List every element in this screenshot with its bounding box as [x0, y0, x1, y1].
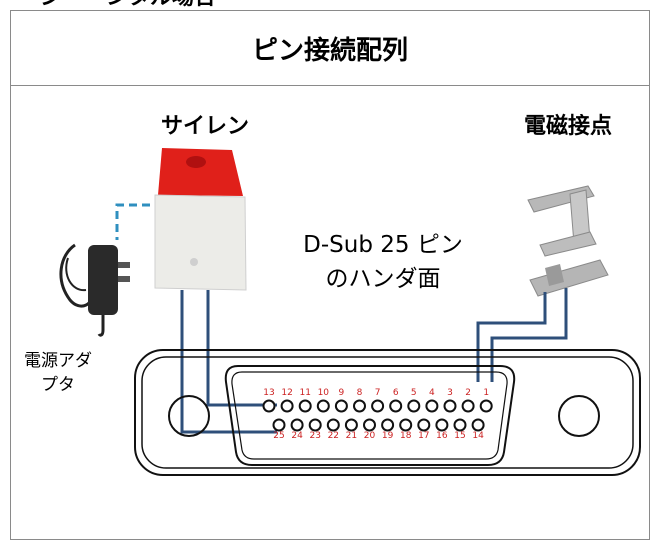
- adapter-label-line1: 電源アダ: [24, 351, 92, 371]
- dsub-connector: [134, 349, 641, 476]
- top-pin-number: 3: [447, 388, 453, 398]
- top-pin-number: 10: [318, 388, 330, 398]
- bottom-pin-16: [435, 418, 449, 432]
- bottom-pin-number: 21: [346, 431, 357, 441]
- top-pin-number: 11: [299, 388, 310, 398]
- top-pin-8: [353, 399, 366, 413]
- bottom-pin-number: 22: [328, 431, 339, 441]
- siren-wires: [180, 290, 277, 434]
- power-adapter-icon: [59, 243, 130, 337]
- top-pin-1: [479, 399, 493, 413]
- top-pin-4: [425, 399, 439, 413]
- bottom-pin-number: 23: [309, 431, 320, 441]
- top-pin-6: [389, 399, 403, 413]
- bottom-pin-number: 24: [291, 431, 303, 441]
- dsub-label-line1: D-Sub 25 ピン: [303, 232, 463, 258]
- top-pin-12: [280, 399, 294, 413]
- top-pin-10: [316, 399, 330, 413]
- top-pin-number: 4: [429, 388, 435, 398]
- wiring-diagram: サイレン 電磁接点 D-Sub 25 ピン のハンダ面 電源アダ プタ: [24, 113, 641, 476]
- top-pin-number: 2: [465, 388, 471, 398]
- bottom-pin-19: [381, 418, 395, 432]
- partial-heading: ジ ンタル場合: [40, 0, 440, 8]
- top-pin-5: [407, 399, 421, 413]
- adapter-label-line2: プタ: [41, 375, 75, 395]
- page-title: ピン接続配列: [251, 35, 408, 66]
- top-pin-number: 7: [375, 388, 381, 398]
- top-pin-number: 6: [393, 388, 399, 398]
- bottom-pin-number: 18: [400, 431, 412, 441]
- top-pin-number: 1: [483, 388, 489, 398]
- top-pin-number: 8: [357, 388, 363, 398]
- top-pin-2: [461, 399, 475, 413]
- top-pin-number: 9: [339, 388, 345, 398]
- bottom-pin-number: 17: [418, 431, 429, 441]
- dsub-label-line2: のハンダ面: [326, 266, 441, 292]
- bottom-pin-23: [308, 418, 322, 432]
- top-pin-11: [298, 399, 312, 413]
- adapter-dashed-line: [115, 203, 150, 240]
- contact-wires: [476, 288, 568, 382]
- bottom-pin-17: [417, 418, 431, 432]
- bottom-pin-25: [272, 418, 286, 432]
- top-pin-number: 12: [281, 388, 292, 398]
- bottom-pin-number: 16: [436, 431, 448, 441]
- bottom-pin-14: [471, 418, 485, 432]
- bottom-pin-24: [290, 418, 304, 432]
- top-pin-3: [443, 399, 457, 413]
- bottom-pin-number: 20: [364, 431, 376, 441]
- siren-icon: [154, 148, 247, 291]
- bottom-pin-15: [453, 418, 467, 432]
- top-pin-13: [262, 399, 276, 413]
- bottom-pin-number: 25: [273, 431, 284, 441]
- magnetic-contact-icon: [527, 185, 609, 297]
- bottom-pin-number: 14: [472, 431, 484, 441]
- bottom-pin-21: [344, 418, 358, 432]
- top-pin-number: 5: [411, 388, 417, 398]
- magnetic-contact-label: 電磁接点: [524, 113, 612, 139]
- bottom-pin-number: 19: [382, 431, 394, 441]
- bottom-pin-18: [399, 418, 413, 432]
- bottom-pin-20: [363, 418, 376, 432]
- bottom-pin-22: [326, 418, 340, 432]
- title-header: ピン接続配列: [10, 10, 650, 86]
- top-pin-number: 13: [263, 388, 274, 398]
- top-pin-7: [371, 399, 385, 413]
- bottom-pin-number: 15: [454, 431, 465, 441]
- siren-label: サイレン: [161, 114, 249, 139]
- top-pin-9: [334, 399, 348, 413]
